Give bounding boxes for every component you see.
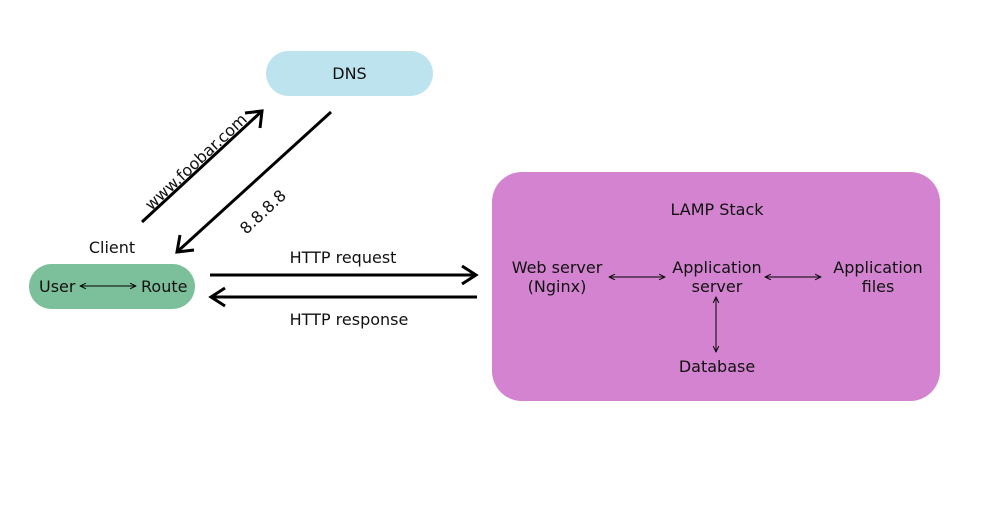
user-label: User (39, 277, 76, 296)
http-response-label: HTTP response (289, 310, 409, 329)
web-server-label: Web server (Nginx) (511, 258, 603, 296)
dns-label: DNS (332, 64, 367, 83)
dns-node: DNS (266, 51, 433, 96)
client-label: Client (88, 238, 136, 257)
database-label: Database (678, 357, 756, 376)
lamp-stack-container (492, 172, 940, 401)
http-request-arrow (210, 264, 479, 286)
http-response-arrow (208, 286, 477, 308)
http-request-label: HTTP request (289, 248, 397, 267)
route-label: Route (141, 277, 188, 296)
app-files-label: Application files (833, 258, 923, 296)
dns-request-label: www.foobar.com (141, 109, 251, 214)
dns-response-label: 8.8.8.8 (236, 185, 290, 238)
lamp-stack-title: LAMP Stack (670, 200, 764, 219)
app-server-label: Application server (672, 258, 762, 296)
